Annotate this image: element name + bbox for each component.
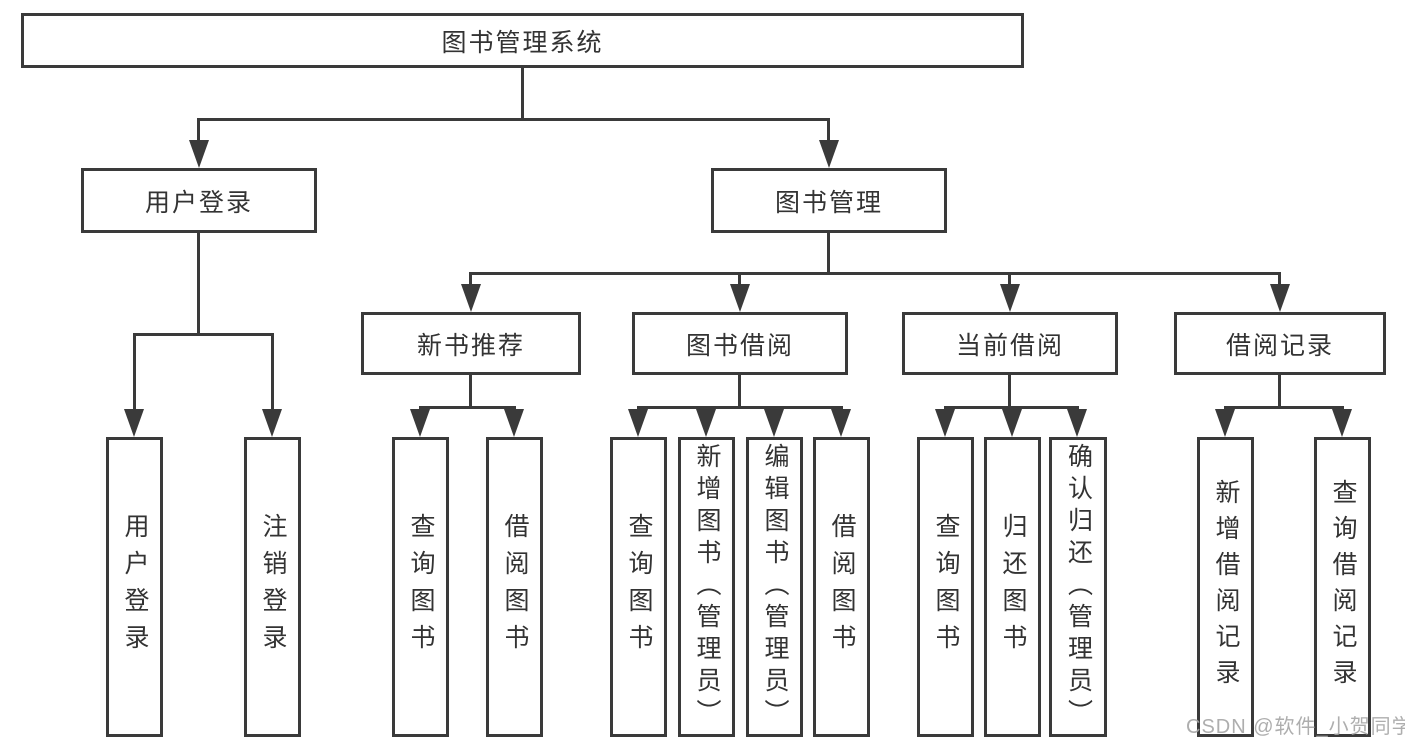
leaf-add-borrow-record: 新增借阅记录 xyxy=(1197,437,1254,737)
arrowhead-down-icon xyxy=(1067,409,1087,437)
leaf-user-login: 用户登录 xyxy=(106,437,163,737)
csdn-watermark: CSDN @软件_小贺同学 xyxy=(1186,716,1405,738)
arrowhead-down-icon xyxy=(1002,409,1022,437)
connector-line xyxy=(469,272,1281,275)
arrowhead-down-icon xyxy=(1215,409,1235,437)
node-new-book-recommend: 新书推荐 xyxy=(361,312,581,375)
arrowhead-down-icon xyxy=(831,409,851,437)
connector-line xyxy=(738,373,741,409)
connector-line xyxy=(1278,272,1281,286)
leaf-query-books-2: 查询图书 xyxy=(610,437,667,737)
leaf-add-books-admin: 新增图书（管理员） xyxy=(678,437,735,737)
connector-line xyxy=(197,231,200,335)
leaf-confirm-return-admin: 确认归还（管理员） xyxy=(1049,437,1107,737)
arrowhead-down-icon xyxy=(628,409,648,437)
leaf-edit-books-admin: 编辑图书（管理员） xyxy=(746,437,803,737)
connector-line xyxy=(827,231,830,275)
arrowhead-down-icon xyxy=(124,409,144,437)
connector-line xyxy=(197,118,200,142)
connector-line xyxy=(133,333,136,411)
connector-line xyxy=(469,373,472,409)
arrowhead-down-icon xyxy=(696,409,716,437)
connector-line xyxy=(1008,272,1011,286)
leaf-borrow-books-2: 借阅图书 xyxy=(813,437,870,737)
node-borrow-records: 借阅记录 xyxy=(1174,312,1386,375)
connector-line xyxy=(637,406,843,409)
arrowhead-down-icon xyxy=(935,409,955,437)
arrowhead-down-icon xyxy=(461,284,481,312)
arrowhead-down-icon xyxy=(262,409,282,437)
connector-line xyxy=(738,272,741,286)
connector-line xyxy=(1278,373,1281,409)
arrowhead-down-icon xyxy=(189,140,209,168)
arrowhead-down-icon xyxy=(504,409,524,437)
connector-line xyxy=(133,333,274,336)
arrowhead-down-icon xyxy=(764,409,784,437)
connector-line xyxy=(1008,373,1011,409)
node-book-borrow: 图书借阅 xyxy=(632,312,848,375)
arrowhead-down-icon xyxy=(1332,409,1352,437)
connector-line xyxy=(1224,406,1344,409)
node-book-management: 图书管理 xyxy=(711,168,947,233)
leaf-query-borrow-record: 查询借阅记录 xyxy=(1314,437,1371,737)
node-current-borrow: 当前借阅 xyxy=(902,312,1118,375)
leaf-borrow-books-1: 借阅图书 xyxy=(486,437,543,737)
leaf-query-books-3: 查询图书 xyxy=(917,437,974,737)
arrowhead-down-icon xyxy=(1000,284,1020,312)
arrowhead-down-icon xyxy=(410,409,430,437)
connector-line xyxy=(419,406,516,409)
connector-line xyxy=(197,118,830,121)
connector-line xyxy=(469,272,472,286)
leaf-query-books-1: 查询图书 xyxy=(392,437,449,737)
connector-line xyxy=(521,67,524,121)
connector-line xyxy=(271,333,274,411)
node-user-login: 用户登录 xyxy=(81,168,317,233)
leaf-logout: 注销登录 xyxy=(244,437,301,737)
arrowhead-down-icon xyxy=(1270,284,1290,312)
node-root: 图书管理系统 xyxy=(21,13,1024,68)
connector-line xyxy=(827,118,830,142)
arrowhead-down-icon xyxy=(730,284,750,312)
leaf-return-books: 归还图书 xyxy=(984,437,1041,737)
arrowhead-down-icon xyxy=(819,140,839,168)
